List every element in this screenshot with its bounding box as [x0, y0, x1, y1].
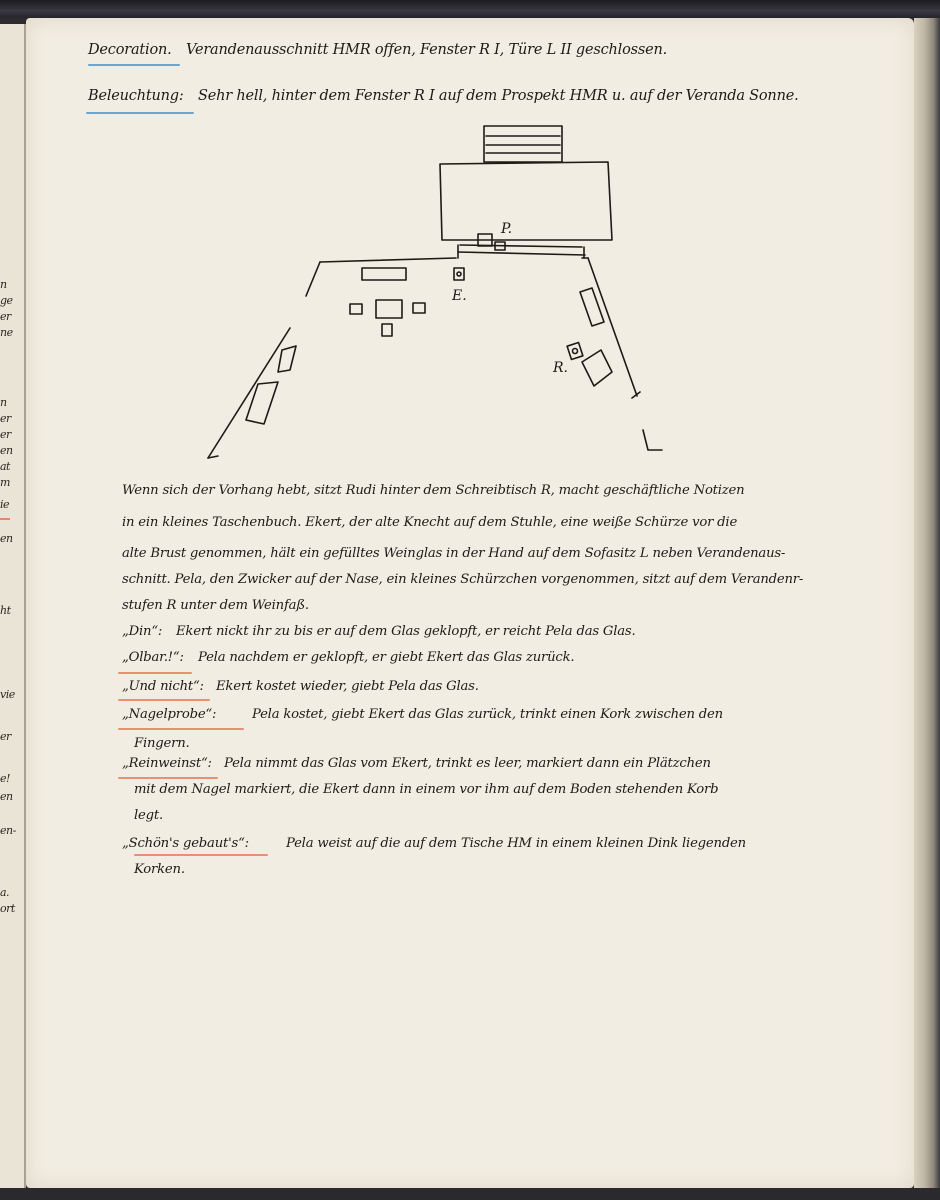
left-fragment: at — [0, 460, 10, 473]
left-fragment: er — [0, 428, 11, 441]
cue-label: „Din“: — [122, 624, 163, 639]
lighting-underline — [86, 112, 194, 114]
back-rail — [459, 244, 583, 248]
cue-continuation: mit dem Nagel markiert, die Ekert dann i… — [134, 782, 719, 797]
cue-text: Pela nachdem er geklopft, er giebt Ekert… — [198, 650, 575, 665]
decoration-label: Decoration. — [88, 42, 172, 58]
left-fragment: vie — [0, 688, 15, 701]
left-fragment: en — [0, 444, 13, 457]
veranda-box — [439, 161, 613, 241]
cue-underline — [118, 699, 210, 701]
left-sofa — [245, 381, 279, 425]
back-rail — [457, 251, 586, 256]
left-fragment: ht — [0, 604, 11, 617]
left-fragment: n — [0, 396, 7, 409]
left-fragment: n — [0, 278, 7, 291]
body-line: Wenn sich der Vorhang hebt, sitzt Rudi h… — [122, 483, 745, 498]
sketch-label-p: P. — [500, 221, 512, 237]
cue-continuation: Korken. — [134, 862, 185, 877]
chair — [381, 323, 393, 337]
left-fragment: er — [0, 412, 11, 425]
left-fragment: ie — [0, 498, 10, 511]
left-page-edge: n ge er ne n er er en at m ie en ht vie … — [0, 24, 26, 1200]
left-fragment: er — [0, 730, 11, 743]
cue-label: „Nagelprobe“: — [122, 707, 217, 722]
sketch-label-r: R. — [552, 360, 568, 376]
cue-text: Pela nimmt das Glas vom Ekert, trinkt es… — [224, 756, 711, 771]
cue-text: Ekert kostet wieder, giebt Pela das Glas… — [216, 679, 479, 694]
chair — [412, 302, 426, 314]
left-fragment: m — [0, 476, 10, 489]
left-red-rule — [0, 518, 10, 520]
cue-label: „Reinweinst“: — [122, 756, 212, 771]
cue-text: Pela kostet, giebt Ekert das Glas zurück… — [252, 707, 723, 722]
decoration-text: Verandenausschnitt HMR offen, Fenster R … — [186, 42, 668, 58]
body-line: schnitt. Pela, den Zwicker auf der Nase,… — [122, 572, 804, 587]
cue-underline — [118, 728, 244, 730]
r-chair — [566, 341, 584, 361]
body-line: in ein kleines Taschenbuch. Ekert, der a… — [122, 515, 738, 530]
cue-underline — [134, 854, 268, 856]
left-fragment: en — [0, 790, 13, 803]
cue-label: „Olbar.!“: — [122, 650, 184, 665]
cue-label: „Und nicht“: — [122, 679, 204, 694]
body-line: stufen R unter dem Weinfaß. — [122, 598, 309, 613]
back-wall — [319, 257, 457, 263]
left-fragment: e! — [0, 772, 10, 785]
left-fragment: ge — [0, 294, 13, 307]
lighting-label: Beleuchtung: — [88, 88, 184, 104]
bottom-shadow — [0, 1188, 940, 1200]
left-fragment: ne — [0, 326, 13, 339]
chair — [349, 303, 363, 315]
right-desk — [579, 287, 605, 327]
book-binding-top — [0, 0, 940, 18]
left-fragment: en — [0, 532, 13, 545]
cue-text: Pela weist auf die auf dem Tische HM in … — [286, 836, 746, 851]
left-fragment: a. — [0, 886, 10, 899]
left-wall — [305, 261, 321, 297]
manuscript-page — [26, 18, 914, 1188]
left-fragment: en- — [0, 824, 16, 837]
sofa — [361, 267, 407, 281]
sketch-label-e: E. — [451, 288, 467, 304]
item-e-dot — [456, 271, 462, 277]
cue-continuation: legt. — [134, 808, 163, 823]
right-wall-foot — [631, 391, 641, 399]
cue-text: Ekert nickt ihr zu bis er auf dem Glas g… — [176, 624, 636, 639]
r-table — [581, 349, 613, 387]
decoration-underline — [88, 64, 180, 66]
right-wall — [587, 257, 638, 397]
r-chair-dot — [571, 347, 579, 355]
left-wall-lower — [207, 327, 291, 459]
left-cabinet — [277, 345, 297, 373]
cue-underline — [118, 672, 192, 674]
body-line: alte Brust genommen, hält ein gefülltes … — [122, 546, 786, 561]
table — [375, 299, 403, 319]
right-book-edge — [914, 18, 940, 1200]
cue-continuation: Fingern. — [134, 736, 190, 751]
left-wall-foot — [207, 455, 219, 459]
stair-box — [483, 125, 563, 163]
cue-label: „Schön's gebaut's“: — [122, 836, 249, 851]
lighting-text: Sehr hell, hinter dem Fenster R I auf de… — [198, 88, 799, 104]
left-fragment: er — [0, 310, 11, 323]
right-wall-lower — [642, 429, 663, 451]
cue-underline — [118, 777, 218, 779]
item-e — [453, 267, 465, 281]
left-fragment: ort — [0, 902, 15, 915]
